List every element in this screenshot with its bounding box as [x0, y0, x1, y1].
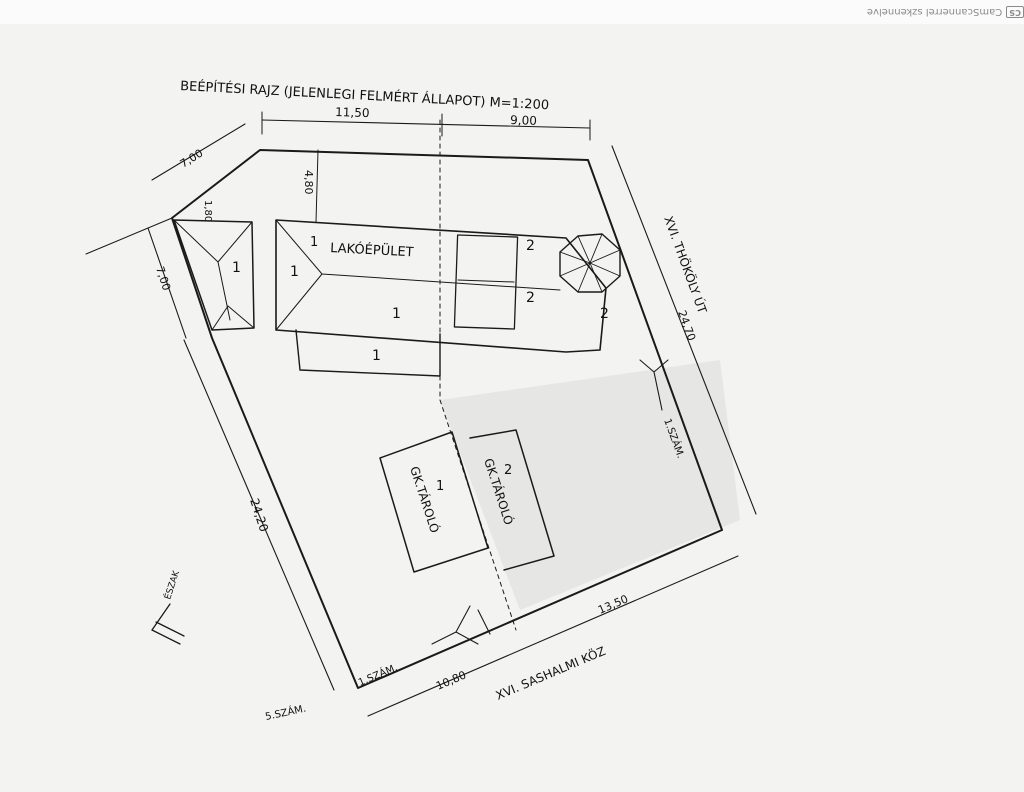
level-annex: 1 [372, 348, 381, 364]
north-arrow-icon [151, 603, 185, 645]
dim-line-bottom [367, 555, 739, 717]
level-tower: 2 [600, 306, 609, 322]
dim-inner-depth: 4,80 [302, 170, 315, 195]
level-stair-a: 2 [526, 238, 535, 254]
dim-bottom-left: 10,80 [434, 668, 468, 692]
main-building-roof [275, 219, 561, 331]
dim-bottom-right: 13,50 [596, 592, 630, 616]
level-main: 1 [392, 306, 401, 322]
level-wing-top: 1 [310, 235, 318, 250]
left-house-outline [173, 219, 255, 331]
upper-floor-divider [457, 279, 515, 283]
plot-boundary [171, 149, 723, 689]
level-stair-b: 2 [526, 290, 535, 306]
scan-shading [440, 360, 740, 610]
bottom-gate-symbol [431, 605, 491, 645]
right-gate-symbol [639, 359, 669, 411]
dim-line-right-side [611, 145, 757, 515]
level-wing: 1 [290, 264, 299, 280]
dim-left-small: 7,00 [153, 265, 173, 292]
building-label: LAKÓÉPÜLET [330, 239, 414, 260]
dim-top-left: 11,50 [335, 105, 370, 120]
dim-line-depth [315, 149, 319, 223]
dim-line-left-side [183, 339, 335, 691]
dim-line-corner [151, 123, 246, 181]
entrance-bottom-label: 1.SZÁM. [356, 661, 399, 689]
tower-roof-lines [559, 233, 621, 293]
garage-1-label: GK.TÁROLÓ [407, 464, 443, 534]
north-label: ÉSZAK [161, 568, 182, 601]
level-garage-1: 1 [436, 479, 444, 494]
dim-left-side: 24,20 [247, 497, 271, 534]
neighbour-label: 5.SZÁM. [264, 702, 307, 723]
dim-tiny: 1,80 [202, 200, 213, 222]
dim-line-top [261, 119, 591, 129]
main-building-outline [275, 219, 607, 353]
street-right-label: XVI. THÖKÖLY ÚT [661, 214, 711, 316]
garage-1-outline [379, 431, 489, 573]
upper-floor-volume [453, 234, 519, 330]
left-house-roof [173, 219, 255, 331]
dim-right-side: 24,70 [675, 309, 698, 343]
garage-2-outline [469, 429, 555, 571]
level-garage-2: 2 [504, 463, 512, 478]
dim-line-left-small [147, 227, 187, 339]
scanner-header-band [0, 0, 1024, 24]
dim-ext-left [85, 217, 173, 255]
street-bottom-label: XVI. SASHALMI KÖZ [493, 642, 608, 703]
division-dashed-line [439, 119, 517, 631]
dim-top-right: 9,00 [510, 113, 537, 128]
level-left-house: 1 [232, 260, 241, 276]
